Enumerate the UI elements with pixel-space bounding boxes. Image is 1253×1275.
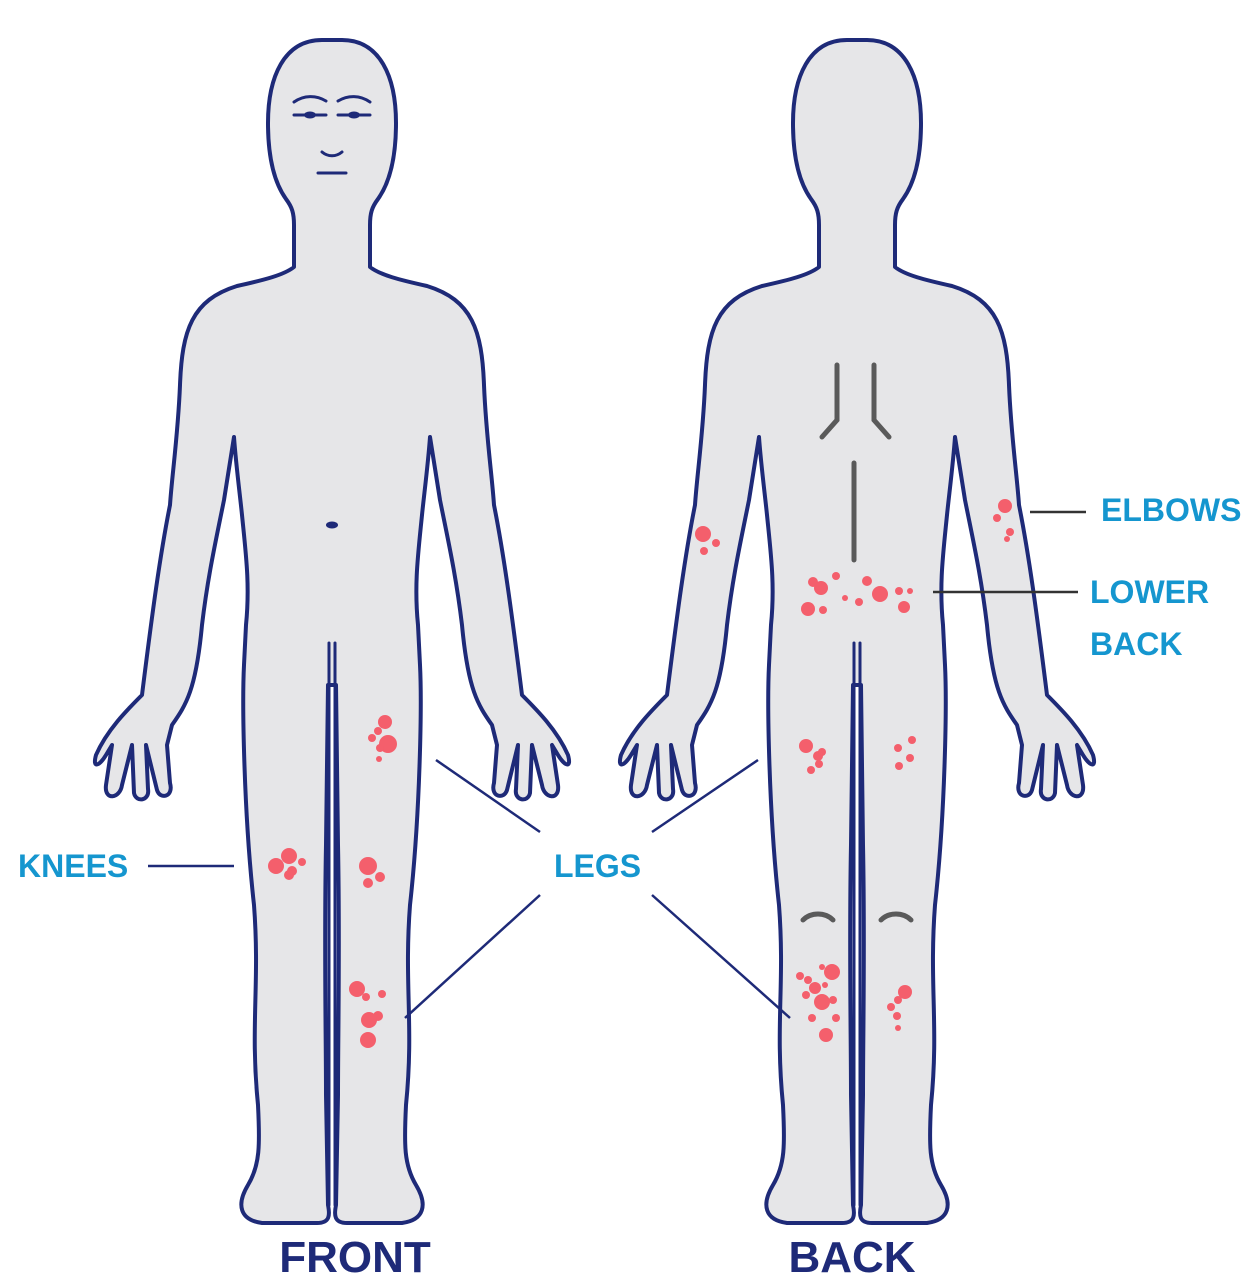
- plaque-spot-back-elbow-right: [993, 514, 1001, 522]
- plaque-spot-back-calf-left: [822, 982, 828, 988]
- back-figure: [620, 40, 1094, 1223]
- plaque-spot-front-right-knee: [359, 857, 377, 875]
- plaque-spot-back-calf-left: [819, 1028, 833, 1042]
- plaque-spot-lower-back: [855, 598, 863, 606]
- plaque-spot-front-thigh: [378, 715, 392, 729]
- legs-leader-front-lower: [405, 895, 540, 1018]
- plaque-spot-back-elbow-left: [712, 539, 720, 547]
- knees-label: KNEES: [18, 848, 128, 884]
- plaque-spot-back-thigh-left: [807, 766, 815, 774]
- plaque-spot-back-calf-left: [809, 982, 821, 994]
- plaque-spot-back-calf-right: [887, 1003, 895, 1011]
- plaque-spot-back-calf-left: [819, 964, 825, 970]
- plaque-spot-back-calf-left: [796, 972, 804, 980]
- plaque-spot-back-thigh-right: [908, 736, 916, 744]
- plaque-spot-back-thigh-left: [815, 760, 823, 768]
- plaque-spot-front-shin: [361, 1012, 377, 1028]
- front-leg-gap: [329, 643, 335, 1205]
- plaque-spot-front-right-knee: [375, 872, 385, 882]
- plaque-spot-back-calf-right: [894, 996, 902, 1004]
- plaque-spot-front-right-knee: [363, 878, 373, 888]
- plaque-spot-front-shin: [378, 990, 386, 998]
- plaque-spot-back-calf-right: [895, 1025, 901, 1031]
- plaque-spot-front-shin: [362, 993, 370, 1001]
- plaque-spot-back-thigh-right: [895, 762, 903, 770]
- plaque-spot-front-knee: [284, 870, 294, 880]
- plaque-spot-back-calf-left: [802, 991, 810, 999]
- front-figure: [95, 40, 569, 1223]
- plaque-spot-lower-back: [801, 602, 815, 616]
- plaque-spot-lower-back: [895, 587, 903, 595]
- plaque-spot-lower-back: [907, 588, 913, 594]
- navel: [326, 522, 338, 529]
- plaque-spot-front-shin: [360, 1032, 376, 1048]
- plaque-spot-lower-back: [862, 576, 872, 586]
- front-body-outline: [95, 40, 569, 1223]
- plaque-spot-front-knee: [281, 848, 297, 864]
- plaque-spot-back-elbow-right: [1006, 528, 1014, 536]
- plaque-spot-lower-back: [872, 586, 888, 602]
- back-leg-gap: [854, 643, 860, 1205]
- plaque-spot-back-thigh-left: [818, 748, 826, 756]
- plaque-spot-front-shin: [349, 981, 365, 997]
- plaque-spot-front-thigh: [374, 727, 382, 735]
- plaque-spot-back-calf-left: [814, 994, 830, 1010]
- plaque-spot-front-thigh: [376, 756, 382, 762]
- plaque-spot-back-thigh-right: [906, 754, 914, 762]
- back-body-outline: [620, 40, 1094, 1223]
- legs-label: LEGS: [554, 848, 641, 884]
- plaque-spot-back-elbow-right: [1004, 536, 1010, 542]
- plaque-spot-back-thigh-left: [799, 739, 813, 753]
- plaque-spot-lower-back: [898, 601, 910, 613]
- plaque-spot-lower-back: [842, 595, 848, 601]
- plaque-spot-back-thigh-right: [894, 744, 902, 752]
- plaque-spot-back-calf-left: [804, 976, 812, 984]
- legs-leader-back-lower: [652, 895, 790, 1018]
- lower-back-label-line2: BACK: [1090, 626, 1182, 662]
- plaque-spot-back-calf-left: [824, 964, 840, 980]
- plaque-spot-back-calf-left: [832, 1014, 840, 1022]
- plaque-spot-back-calf-left: [829, 996, 837, 1004]
- plaque-spot-front-thigh: [368, 734, 376, 742]
- plaque-spot-back-elbow-left: [700, 547, 708, 555]
- plaque-spot-lower-back: [832, 572, 840, 580]
- plaque-spot-back-elbow-right: [998, 499, 1012, 513]
- plaque-spot-lower-back: [814, 581, 828, 595]
- elbows-label: ELBOWS: [1101, 492, 1241, 528]
- plaque-spot-back-calf-right: [893, 1012, 901, 1020]
- plaque-spot-back-calf-left: [808, 1014, 816, 1022]
- plaque-spot-front-thigh: [376, 744, 384, 752]
- front-view-label: FRONT: [279, 1233, 431, 1275]
- plaque-spot-front-knee: [298, 858, 306, 866]
- back-view-label: BACK: [788, 1233, 915, 1275]
- plaque-spot-back-elbow-left: [695, 526, 711, 542]
- plaque-spot-front-knee: [268, 858, 284, 874]
- plaque-spot-lower-back: [819, 606, 827, 614]
- lower-back-label-line1: LOWER: [1090, 574, 1209, 610]
